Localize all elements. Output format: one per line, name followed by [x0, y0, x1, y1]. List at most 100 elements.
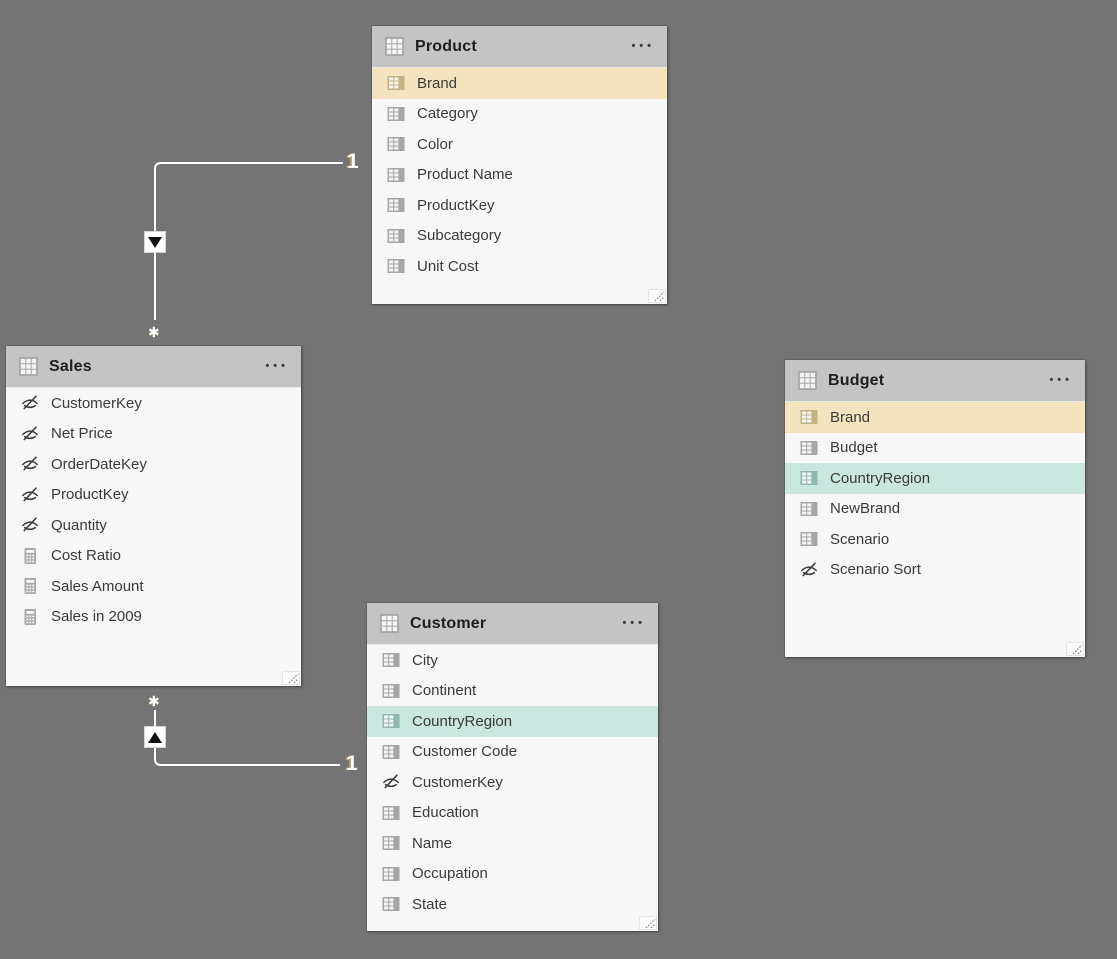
cardinality-one-label-product: 1	[347, 150, 359, 173]
field-label: Color	[417, 135, 453, 153]
field-row-scenario[interactable]: Scenario	[785, 524, 1085, 555]
field-row-newbrand[interactable]: NewBrand	[785, 494, 1085, 525]
resize-handle[interactable]	[648, 289, 666, 303]
field-row-orderdatekey[interactable]: OrderDateKey	[6, 449, 301, 480]
field-row-occupation[interactable]: Occupation	[367, 859, 658, 890]
field-label: Quantity	[51, 516, 107, 534]
table-title: Sales	[49, 357, 92, 375]
field-row-name[interactable]: Name	[367, 828, 658, 859]
field-label: Brand	[417, 74, 458, 92]
hidden-icon	[381, 772, 401, 792]
filter-direction-arrow-down[interactable]	[144, 231, 166, 253]
field-row-continent[interactable]: Continent	[367, 676, 658, 707]
field-row-customerkey[interactable]: CustomerKey	[6, 388, 301, 419]
cardinality-one-label-customer: 1	[346, 752, 358, 775]
field-label: Unit Cost	[417, 257, 479, 275]
field-row-customer-code[interactable]: Customer Code	[367, 737, 658, 768]
table-icon	[797, 370, 818, 391]
resize-handle[interactable]	[282, 671, 300, 685]
field-label: Continent	[412, 682, 477, 700]
field-label: Sales Amount	[51, 577, 144, 595]
column-icon	[386, 256, 406, 276]
field-row-unit-cost[interactable]: Unit Cost	[372, 251, 667, 282]
arrow-down-icon	[148, 236, 162, 248]
measure-icon	[20, 607, 40, 627]
column-icon	[386, 73, 406, 93]
field-row-sales-amount[interactable]: Sales Amount	[6, 571, 301, 602]
field-row-countryregion[interactable]: CountryRegion	[785, 463, 1085, 494]
field-label: Subcategory	[417, 227, 502, 245]
field-row-customerkey[interactable]: CustomerKey	[367, 767, 658, 798]
arrow-up-icon	[148, 731, 162, 743]
field-row-countryregion[interactable]: CountryRegion	[367, 706, 658, 737]
hidden-icon	[20, 454, 40, 474]
field-row-brand[interactable]: Brand	[785, 402, 1085, 433]
field-row-subcategory[interactable]: Subcategory	[372, 221, 667, 252]
field-label: Name	[412, 834, 453, 852]
field-row-productkey[interactable]: ProductKey	[372, 190, 667, 221]
field-row-category[interactable]: Category	[372, 99, 667, 130]
table-title: Product	[415, 37, 477, 55]
table-card-header[interactable]: Product •••	[372, 26, 667, 68]
field-label: Budget	[830, 439, 878, 457]
more-options-button[interactable]: •••	[1049, 373, 1073, 386]
resize-handle[interactable]	[1066, 642, 1084, 656]
column-icon	[386, 165, 406, 185]
hidden-icon	[20, 485, 40, 505]
field-row-color[interactable]: Color	[372, 129, 667, 160]
column-icon	[386, 226, 406, 246]
field-row-city[interactable]: City	[367, 645, 658, 676]
resize-grip-icon	[643, 916, 657, 930]
table-icon	[384, 36, 405, 57]
field-label: Sales in 2009	[51, 608, 142, 626]
field-row-net-price[interactable]: Net Price	[6, 419, 301, 450]
table-card-header[interactable]: Customer •••	[367, 603, 658, 645]
field-row-quantity[interactable]: Quantity	[6, 510, 301, 541]
measure-icon	[20, 576, 40, 596]
resize-grip-icon	[286, 671, 300, 685]
cardinality-many-label-sales-bottom: ✱	[148, 693, 160, 709]
field-row-education[interactable]: Education	[367, 798, 658, 829]
column-icon	[381, 864, 401, 884]
field-row-brand[interactable]: Brand	[372, 68, 667, 99]
field-row-productkey[interactable]: ProductKey	[6, 480, 301, 511]
resize-handle[interactable]	[639, 916, 657, 930]
field-label: State	[412, 895, 448, 913]
filter-direction-arrow-up[interactable]	[144, 726, 166, 748]
field-row-sales-in-2009[interactable]: Sales in 2009	[6, 602, 301, 633]
field-row-state[interactable]: State	[367, 889, 658, 920]
field-label: CountryRegion	[412, 712, 513, 730]
field-row-product-name[interactable]: Product Name	[372, 160, 667, 191]
column-icon	[381, 742, 401, 762]
field-label: OrderDateKey	[51, 455, 147, 473]
more-options-button[interactable]: •••	[622, 616, 646, 629]
column-icon	[799, 529, 819, 549]
field-label: City	[412, 651, 438, 669]
table-icon	[18, 356, 39, 377]
field-label: CustomerKey	[51, 394, 142, 412]
table-card-header[interactable]: Budget •••	[785, 360, 1085, 402]
column-icon	[381, 650, 401, 670]
more-options-button[interactable]: •••	[631, 39, 655, 52]
column-icon	[386, 134, 406, 154]
relationship-line-sales-customer[interactable]	[154, 710, 340, 766]
field-label: Category	[417, 105, 478, 123]
resize-grip-icon	[1070, 642, 1084, 656]
field-row-scenario-sort[interactable]: Scenario Sort	[785, 555, 1085, 586]
field-label: Product Name	[417, 166, 513, 184]
more-options-button[interactable]: •••	[265, 359, 289, 372]
relationship-line-sales-product[interactable]	[154, 162, 343, 320]
hidden-icon	[799, 560, 819, 580]
field-row-budget[interactable]: Budget	[785, 433, 1085, 464]
table-card-header[interactable]: Sales •••	[6, 346, 301, 388]
column-icon	[799, 468, 819, 488]
field-label: Scenario Sort	[830, 561, 921, 579]
field-row-cost-ratio[interactable]: Cost Ratio	[6, 541, 301, 572]
